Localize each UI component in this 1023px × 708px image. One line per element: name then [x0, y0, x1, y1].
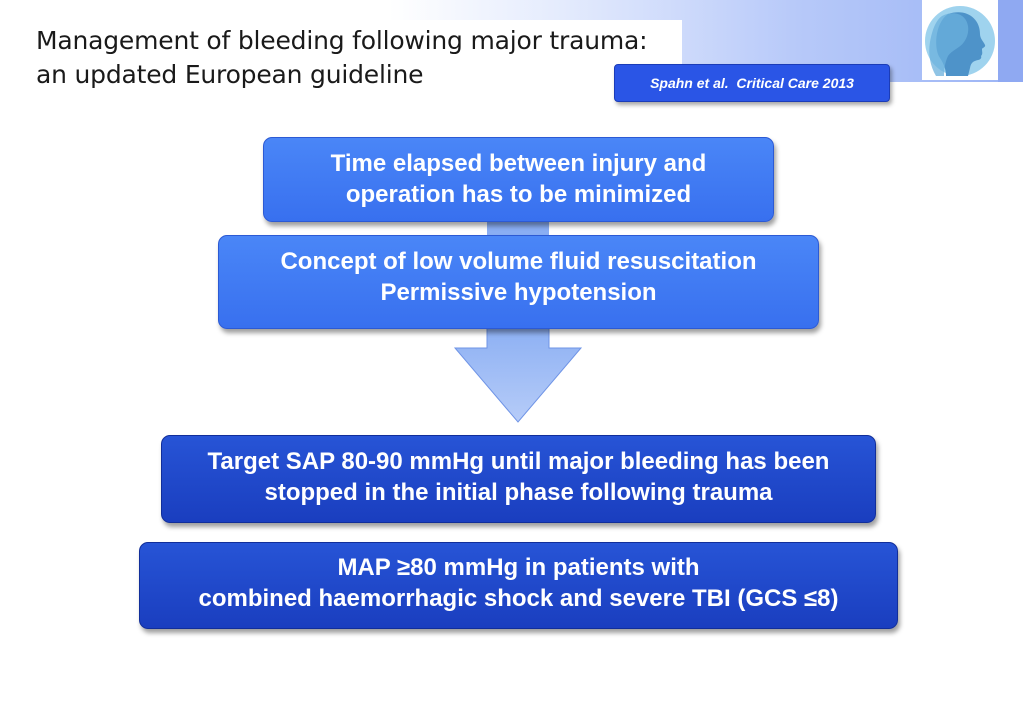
head-profile-icon: [925, 6, 995, 77]
title-line-2: an updated European guideline: [36, 60, 424, 89]
box4-line1: MAP ≥80 mmHg in patients with: [337, 554, 700, 581]
down-arrow-icon: [453, 319, 583, 423]
title-line-1: Management of bleeding following major t…: [36, 26, 648, 55]
box3-line1: Target SAP 80-90 mmHg until major bleedi…: [207, 448, 830, 475]
box2-line1: Concept of low volume fluid resuscitatio…: [280, 248, 757, 275]
box3-line2: stopped in the initial phase following t…: [264, 479, 773, 506]
box4-line2: combined haemorrhagic shock and severe T…: [198, 585, 839, 612]
box1-line1: Time elapsed between injury and: [330, 150, 707, 177]
flow-box-low-volume-resuscitation: Concept of low volume fluid resuscitatio…: [218, 235, 819, 329]
connector-bar: [487, 218, 549, 240]
citation-label: Spahn et al. Critical Care 2013: [614, 64, 890, 102]
flow-box-target-sap: Target SAP 80-90 mmHg until major bleedi…: [161, 435, 876, 523]
box1-line2: operation has to be minimized: [345, 181, 692, 208]
box2-line2: Permissive hypotension: [380, 279, 657, 306]
corner-strip: [998, 0, 1023, 82]
flow-box-map-tbi: MAP ≥80 mmHg in patients with combined h…: [139, 542, 898, 629]
flow-box-time-elapsed: Time elapsed between injury and operatio…: [263, 137, 774, 222]
slide-title: Management of bleeding following major t…: [22, 20, 682, 96]
